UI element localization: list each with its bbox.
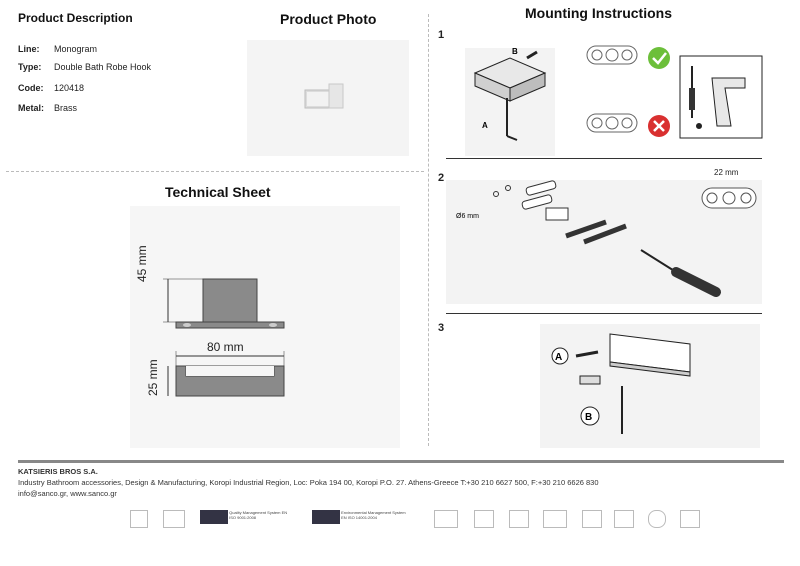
mounting-plate-icon: [545, 207, 569, 221]
step-2-illustration: Ø6 mm: [456, 180, 757, 297]
step-divider-2: [446, 313, 762, 314]
drill-icon: [711, 77, 746, 127]
iso-9001-badge: Quality Management System EN ISO 9001:20…: [200, 510, 300, 526]
height-dimension: 45 mm: [135, 245, 149, 282]
step-1-number: 1: [438, 29, 445, 41]
vertical-divider: [428, 14, 429, 446]
product-photo: [247, 40, 409, 156]
depth-dimension: 25 mm: [146, 359, 160, 396]
eu-flag-icon: [200, 510, 228, 524]
company-contact: info@sanco.gr, www.sanco.gr: [18, 489, 117, 498]
step-1-illustration: B A: [465, 45, 763, 156]
robe-hook-photo: [304, 83, 344, 109]
plate-icon: [579, 375, 601, 385]
step-divider-1: [446, 158, 762, 159]
drill-size-label: Ø6 mm: [456, 213, 479, 220]
easy-clean-logo-icon: [614, 510, 634, 528]
company-address: Industry Bathroom accessories, Design & …: [18, 478, 599, 487]
company-name: KATSIERIS BROS S.A.: [18, 467, 98, 476]
horizontal-divider: [6, 171, 424, 172]
step-3-number: 3: [438, 322, 445, 334]
step-3-label-a: A: [555, 352, 562, 363]
technical-drawing: [163, 278, 285, 397]
footer-bar: [18, 460, 784, 463]
step-3-label-b: B: [585, 412, 592, 423]
spec-code: Code:120418: [18, 83, 85, 93]
spec-line: Line:Monogram: [18, 44, 98, 54]
screws-icon: [565, 219, 627, 245]
wall-mount-logo-icon: [543, 510, 567, 528]
design-logo-icon: [680, 510, 700, 528]
step-1-label-b: B: [512, 47, 518, 56]
iso-14001-badge: Environmental Management System EN ISO 1…: [312, 510, 416, 526]
width-dimension: 80 mm: [207, 340, 244, 354]
recycle-logo-icon: [582, 510, 602, 528]
screwdriver-icon: [640, 249, 677, 273]
brass-logo-icon: [163, 510, 185, 528]
wall-plugs-icon: [521, 180, 557, 210]
step-3-illustration: A B: [540, 324, 760, 448]
spec-metal: Metal:Brass: [18, 103, 78, 113]
technical-sheet-heading: Technical Sheet: [165, 184, 271, 200]
mounting-instructions-heading: Mounting Instructions: [525, 5, 672, 21]
greek-product-logo-icon: [434, 510, 458, 528]
hotels-logo-icon: [130, 510, 148, 528]
product-photo-heading: Product Photo: [280, 11, 377, 27]
step-2-number: 2: [438, 172, 445, 184]
eu-flag-icon: [312, 510, 340, 524]
stainless-logo-icon: [509, 510, 529, 528]
spacing-label: 22 mm: [714, 168, 739, 177]
plate-correct-icon: [586, 45, 638, 65]
step-1-label-a: A: [482, 121, 488, 130]
round-logo-icon: [648, 510, 666, 528]
warranty-logo-icon: [474, 510, 494, 528]
product-description-heading: Product Description: [18, 11, 133, 25]
plate-wrong-icon: [586, 113, 638, 133]
spec-type: Type:Double Bath Robe Hook: [18, 62, 152, 72]
checkmark-icon: [648, 47, 670, 69]
